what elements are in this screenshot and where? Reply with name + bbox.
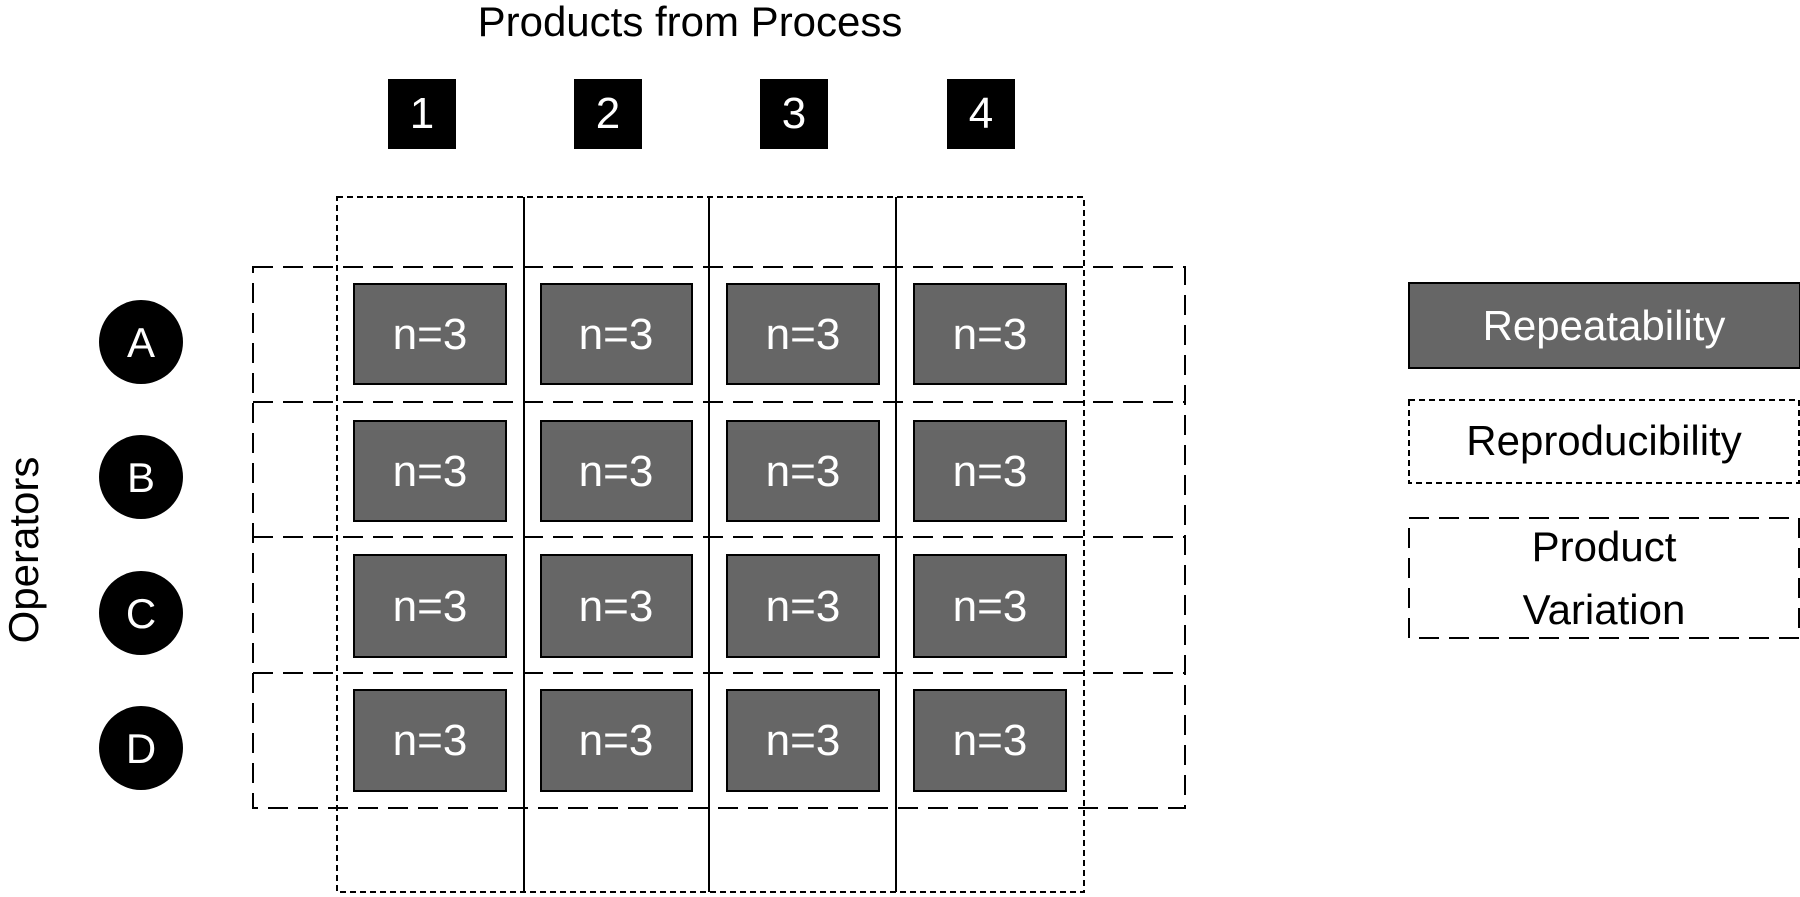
cell-label: n=3 xyxy=(766,716,841,765)
operator-badge-a: A xyxy=(99,300,183,384)
product-badge-2: 2 xyxy=(574,79,642,149)
cell-label: n=3 xyxy=(393,716,468,765)
cell-label: n=3 xyxy=(393,310,468,359)
measurement-cell-c4: n=3 xyxy=(913,554,1067,658)
legend-product-variation-line2: Variation xyxy=(1523,586,1686,633)
cell-label: n=3 xyxy=(953,447,1028,496)
legend-product-variation-line1: Product xyxy=(1532,523,1677,570)
measurement-cell-a4: n=3 xyxy=(913,283,1067,385)
measurement-cell-b2: n=3 xyxy=(540,420,693,522)
cell-label: n=3 xyxy=(953,582,1028,631)
product-badge-3: 3 xyxy=(760,79,828,149)
legend-reproducibility: Reproducibility xyxy=(1408,399,1800,484)
operator-badge-label: D xyxy=(126,725,156,772)
legend-reproducibility-label: Reproducibility xyxy=(1466,417,1741,464)
operator-badge-label: A xyxy=(127,319,155,366)
diagram-title: Products from Process xyxy=(478,0,903,45)
product-badge-label: 4 xyxy=(969,89,993,138)
cell-label: n=3 xyxy=(953,310,1028,359)
product-badge-label: 1 xyxy=(410,89,434,138)
measurement-cell-a3: n=3 xyxy=(726,283,880,385)
operators-axis-label: Operators xyxy=(0,457,47,644)
measurement-cell-d3: n=3 xyxy=(726,689,880,792)
cell-label: n=3 xyxy=(579,310,654,359)
measurement-cell-c1: n=3 xyxy=(353,554,507,658)
product-badge-4: 4 xyxy=(947,79,1015,149)
reproducibility-frame xyxy=(336,196,1085,893)
operator-badge-c: C xyxy=(99,571,183,655)
cell-label: n=3 xyxy=(393,582,468,631)
cell-label: n=3 xyxy=(766,447,841,496)
measurement-cell-a1: n=3 xyxy=(353,283,507,385)
measurement-cell-b4: n=3 xyxy=(913,420,1067,522)
operator-badge-d: D xyxy=(99,706,183,790)
cell-label: n=3 xyxy=(579,447,654,496)
cell-label: n=3 xyxy=(579,582,654,631)
measurement-cell-d2: n=3 xyxy=(540,689,693,792)
measurement-cell-d4: n=3 xyxy=(913,689,1067,792)
measurement-cell-c3: n=3 xyxy=(726,554,880,658)
measurement-cell-c2: n=3 xyxy=(540,554,693,658)
operator-badge-b: B xyxy=(99,435,183,519)
measurement-cell-d1: n=3 xyxy=(353,689,507,792)
legend-repeatability: Repeatability xyxy=(1408,282,1800,369)
cell-label: n=3 xyxy=(393,447,468,496)
cell-label: n=3 xyxy=(579,716,654,765)
cell-label: n=3 xyxy=(766,582,841,631)
product-badge-label: 2 xyxy=(596,89,620,138)
measurement-cell-a2: n=3 xyxy=(540,283,693,385)
legend-repeatability-label: Repeatability xyxy=(1483,302,1726,349)
cell-label: n=3 xyxy=(766,310,841,359)
operator-badge-label: B xyxy=(127,454,155,501)
measurement-cell-b1: n=3 xyxy=(353,420,507,522)
measurement-cell-b3: n=3 xyxy=(726,420,880,522)
operator-badge-label: C xyxy=(126,590,156,637)
product-badge-1: 1 xyxy=(388,79,456,149)
cell-label: n=3 xyxy=(953,716,1028,765)
product-badge-label: 3 xyxy=(782,89,806,138)
legend-product-variation: Product Variation xyxy=(1408,517,1800,639)
